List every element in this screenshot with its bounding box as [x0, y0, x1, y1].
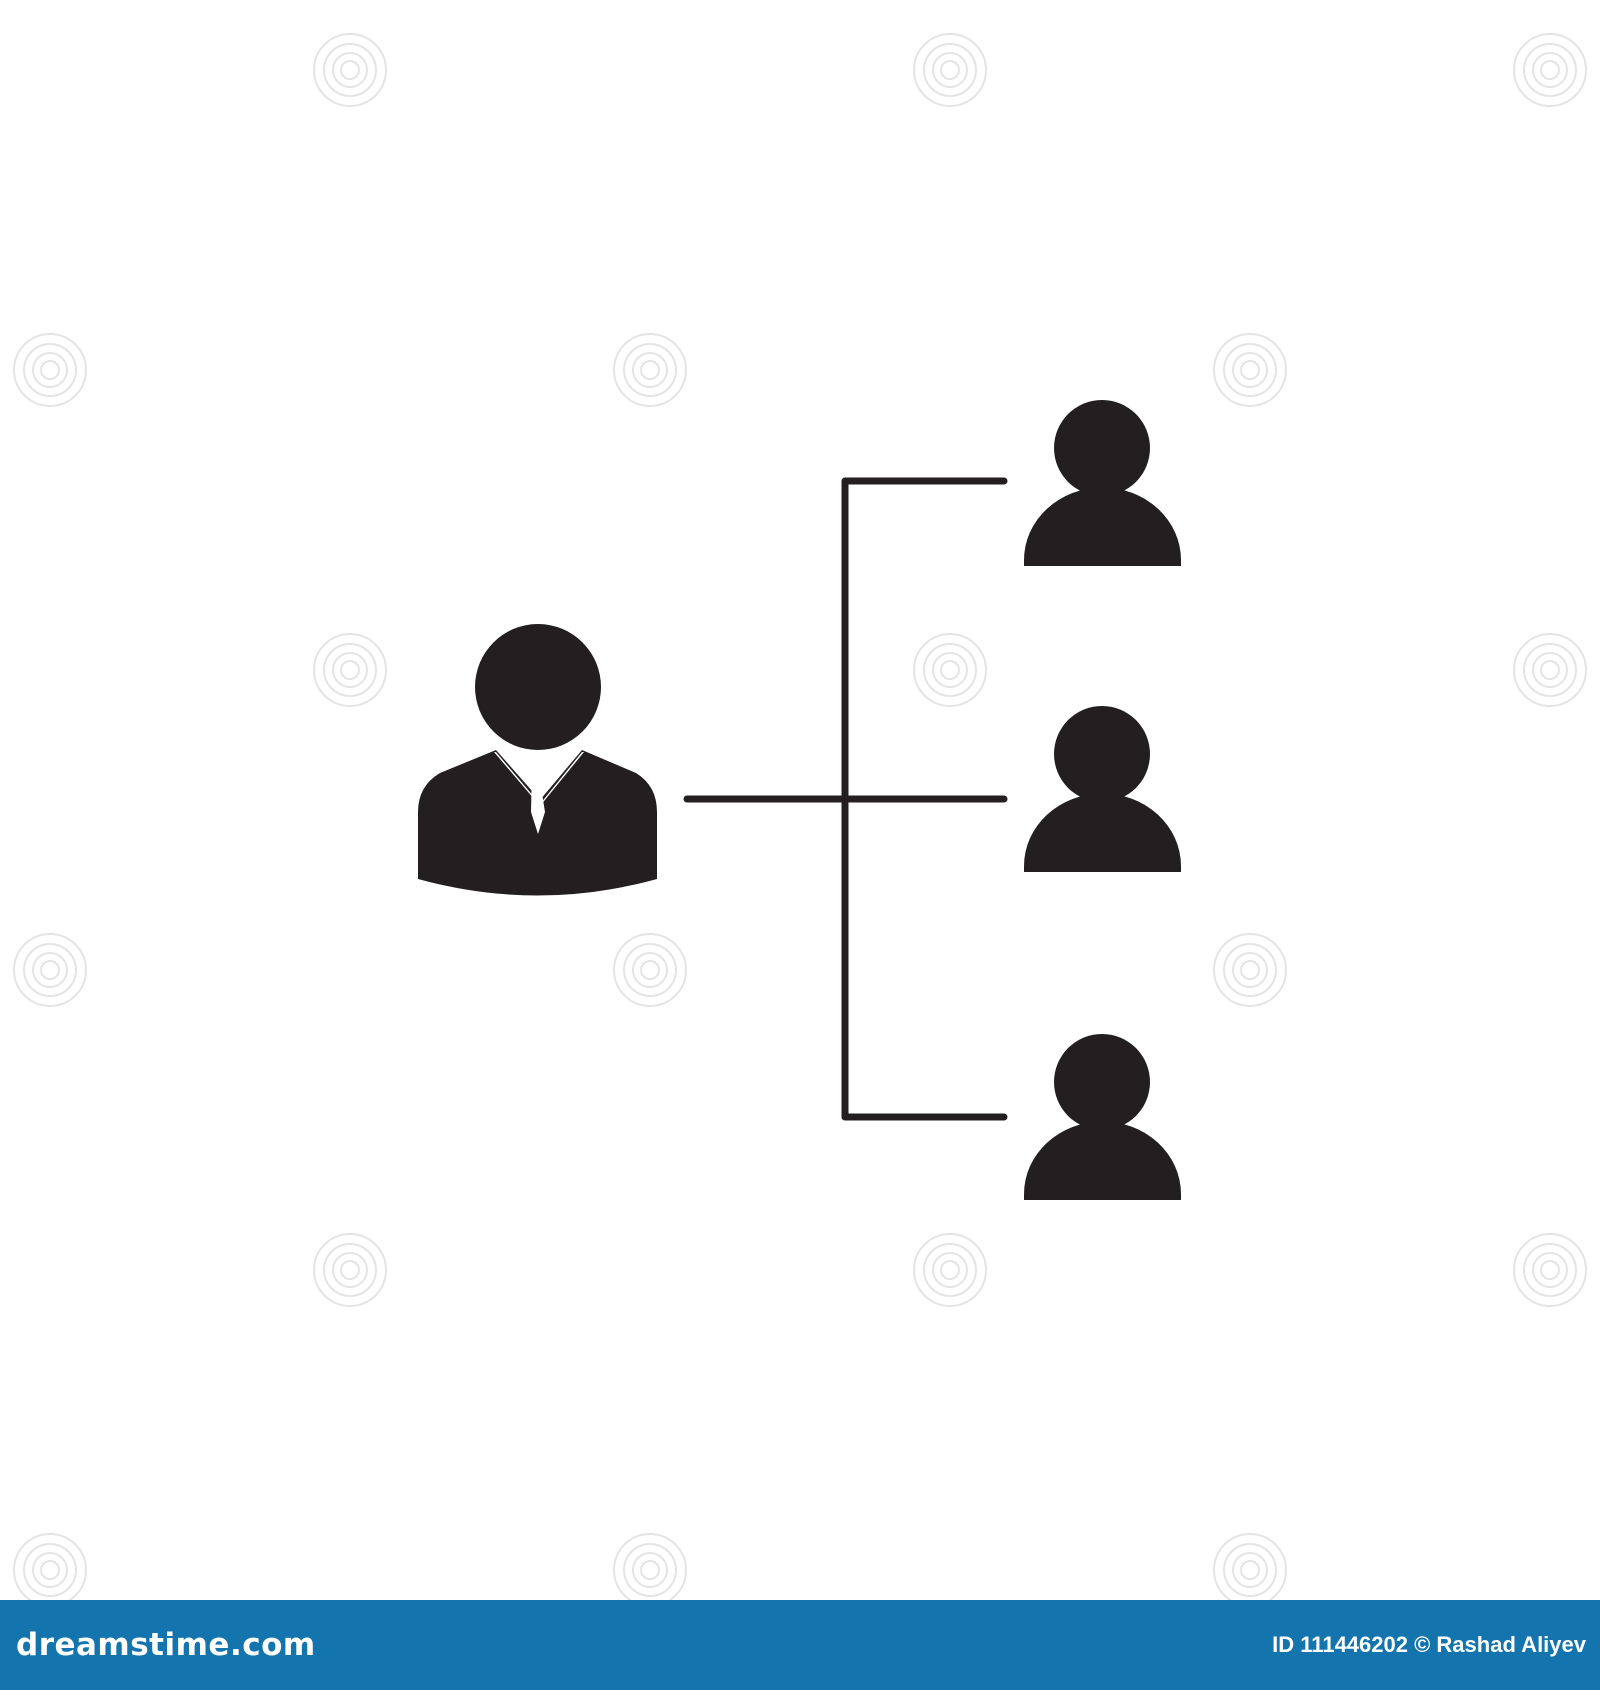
- footer-bar: dreamstime.com ID 111446202 © Rashad Ali…: [0, 1600, 1600, 1690]
- user-icon: [1024, 1034, 1181, 1200]
- site-logo: dreamstime.com: [16, 1627, 316, 1663]
- org-chart-diagram: [418, 400, 1181, 1200]
- diagram-canvas: [13, 33, 1587, 1600]
- user-icon: [1024, 400, 1181, 566]
- businessman-icon: [418, 624, 657, 896]
- image-credit: ID 111446202 © Rashad Aliyev: [1272, 1632, 1586, 1657]
- user-icon: [1024, 706, 1181, 872]
- tie-icon: [524, 760, 545, 834]
